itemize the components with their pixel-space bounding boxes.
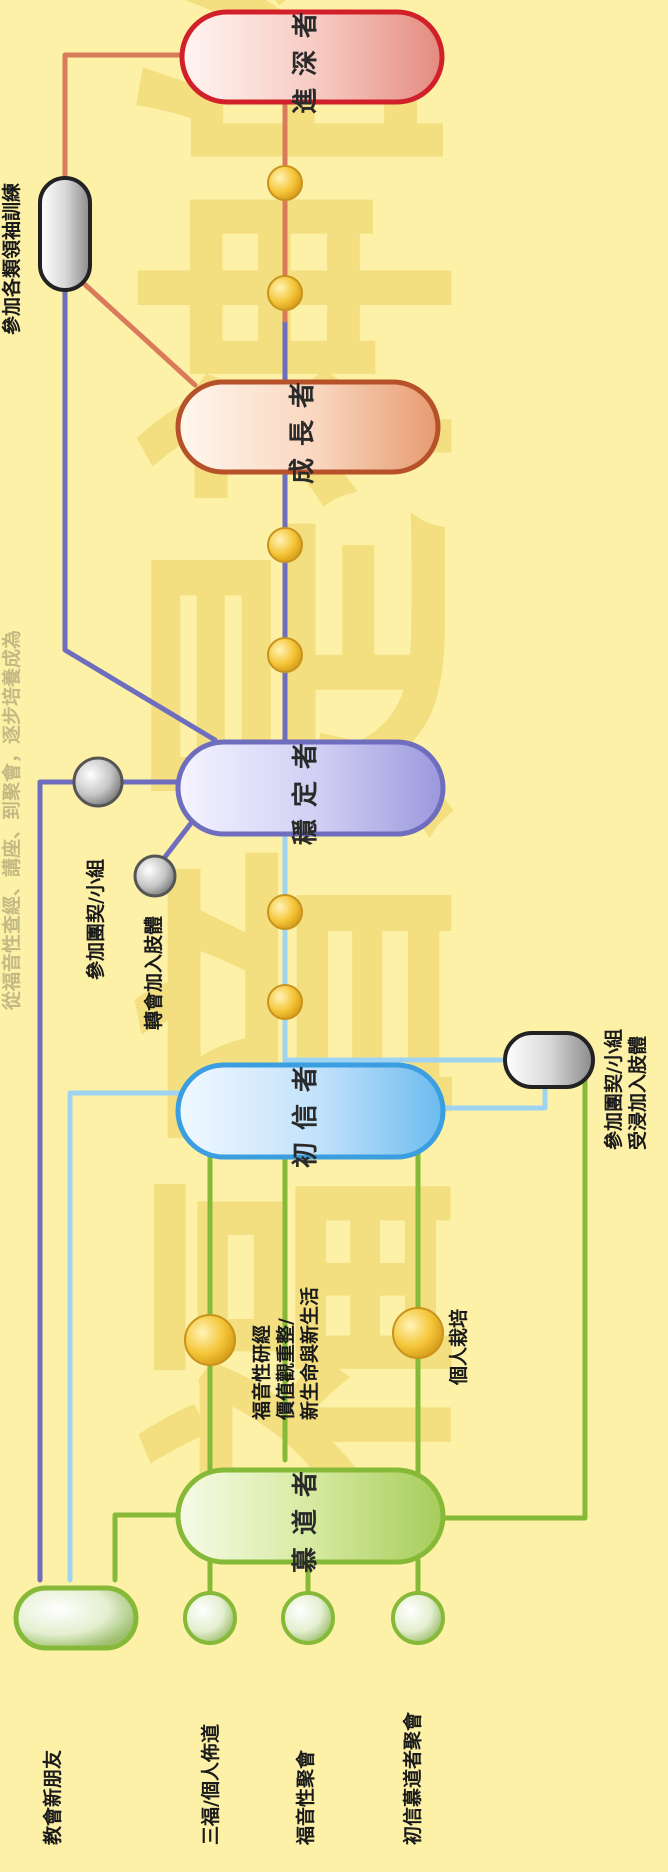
baptism-node[interactable] — [503, 1031, 595, 1089]
label-gospel-gathering: 福音性聚會 — [294, 1749, 317, 1846]
entry-personal-evangelism[interactable] — [183, 1591, 237, 1645]
stage-stable-label: 穩定者 — [290, 731, 321, 845]
stage-growing-label: 成長者 — [288, 370, 318, 484]
label-values-rebuild: 價值觀重整/ — [274, 1318, 297, 1421]
stage-stable[interactable]: 穩定者 — [175, 731, 446, 845]
satellite-dots — [72, 756, 177, 898]
leadership-training-node[interactable] — [38, 176, 92, 292]
stage-new-believer-label: 初信者 — [291, 1054, 321, 1168]
entry-gospel-gathering[interactable] — [281, 1591, 335, 1645]
stage-seeker[interactable]: 慕道者 — [175, 1459, 446, 1573]
stage-advanced-label: 進深者 — [291, 0, 321, 114]
top-caption: 從福音性查經、講座、到聚會，逐步培養成為 — [0, 630, 23, 1011]
stage-seeker-label: 慕道者 — [290, 1459, 321, 1573]
progress-dots — [184, 165, 444, 1366]
label-join-fellowship-baptism-1: 參加團契/小組 — [602, 1029, 625, 1150]
label-new-seeker-gathering: 初信慕道者聚會 — [401, 1711, 424, 1845]
label-gospel-bible-study: 福音性研經 — [250, 1325, 273, 1421]
entry-new-seeker-gathering[interactable] — [391, 1591, 445, 1645]
entry-church-friends[interactable] — [13, 1585, 139, 1651]
label-personal-evangelism: 三福/個人佈道 — [199, 1724, 222, 1845]
label-join-fellowship-baptism-2: 受浸加入肢體 — [626, 1036, 649, 1150]
label-new-life: 新生命與新生活 — [298, 1287, 321, 1420]
label-leadership-training: 參加各類領袖訓練 — [0, 183, 23, 335]
label-church-friends: 教會新朋友 — [41, 1750, 64, 1845]
label-personal-nurture: 個人栽培 — [447, 1309, 470, 1386]
stage-advanced[interactable]: 進深者 — [179, 0, 445, 114]
stage-new-believer[interactable]: 初信者 — [175, 1054, 446, 1168]
label-join-fellowship: 參加團契/小組 — [84, 859, 107, 980]
label-transfer-membership: 轉會加入肢體 — [142, 916, 165, 1030]
stage-growing[interactable]: 成長者 — [175, 370, 441, 484]
